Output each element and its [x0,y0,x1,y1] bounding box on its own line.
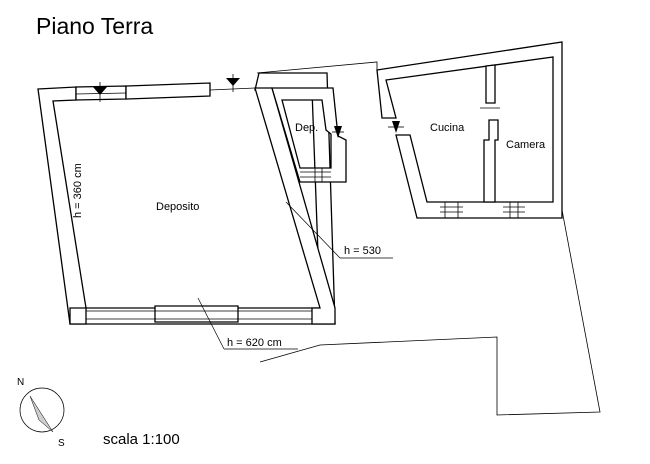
site-boundary [256,41,601,416]
deposito-top-wall-mid [125,82,211,100]
scale-label: scala 1:100 [103,431,180,448]
compass-south-label: S [58,438,65,449]
door-arrow-icon [332,126,344,138]
height-label-diag: h = 530 [344,245,381,257]
leader-line-diag [285,201,341,259]
page-title: Piano Terra [36,13,153,39]
dep-walls [271,87,347,183]
deposito-bottom-wall-left [69,307,87,325]
room-label-cucina: Cucina [430,122,465,134]
room-label-dep: Dep. [295,122,318,134]
leader-line-bottom [197,297,225,350]
room-label-deposito: Deposito [156,201,199,213]
cucina-camera-walls [376,41,563,219]
door-arrow-icon [93,82,107,102]
partition-upper [485,64,496,104]
room-label-camera: Camera [506,139,546,151]
partition-lower [483,119,499,203]
compass-north-label: N [17,377,24,388]
height-label-left: h = 360 cm [72,163,84,218]
height-label-bottom: h = 620 cm [227,337,282,349]
door-arrow-icon [388,121,404,133]
deposito-window-line [209,87,256,91]
deposito-bottom-window [154,305,239,323]
door-arrow-icon [226,74,240,92]
compass-icon [19,387,65,433]
